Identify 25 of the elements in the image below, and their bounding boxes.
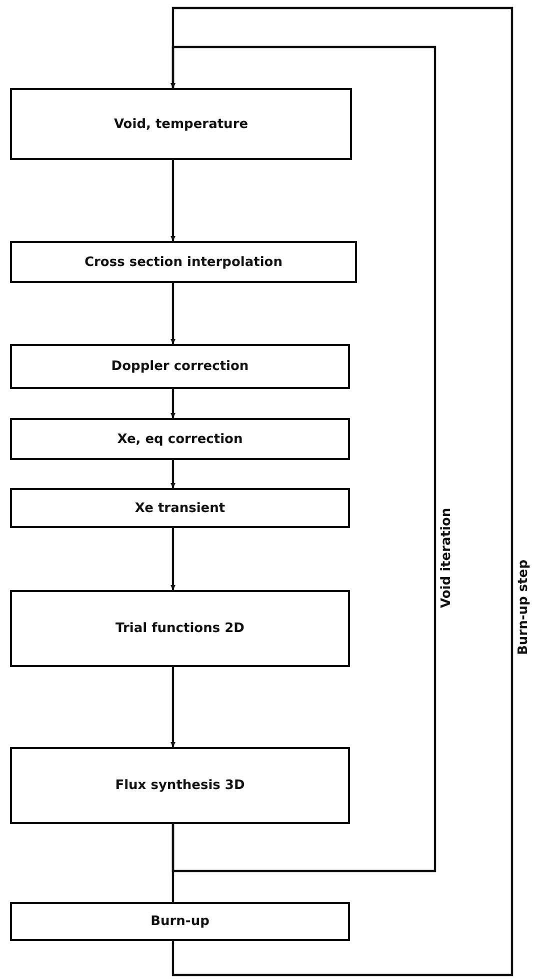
box-label: Xe transient <box>134 500 226 516</box>
process-box <box>10 590 350 667</box>
arrow <box>170 283 176 344</box>
box-label: Void, temperature <box>114 116 248 132</box>
arrow <box>170 667 176 747</box>
process-box <box>10 747 350 824</box>
box-label: Doppler correction <box>111 359 249 374</box>
process-box <box>10 88 352 160</box>
box-label: Trial functions 2D <box>116 621 244 636</box>
process-box <box>10 344 350 389</box>
process-box <box>10 418 350 460</box>
box-label: Flux synthesis 3D <box>115 778 245 793</box>
box-label: Xe, eq correction <box>117 432 243 446</box>
box-label: Cross section interpolation <box>84 254 282 270</box>
process-box <box>10 902 350 941</box>
arrow <box>170 46 436 872</box>
arrow <box>170 460 176 488</box>
arrow <box>170 6 514 976</box>
process-box <box>10 488 350 528</box>
arrow <box>170 389 176 418</box>
edge-label: Burn-up step <box>516 560 532 656</box>
box-label: Burn-up <box>150 914 210 929</box>
arrow <box>170 160 176 241</box>
arrow <box>170 528 176 590</box>
process-box <box>10 241 357 283</box>
